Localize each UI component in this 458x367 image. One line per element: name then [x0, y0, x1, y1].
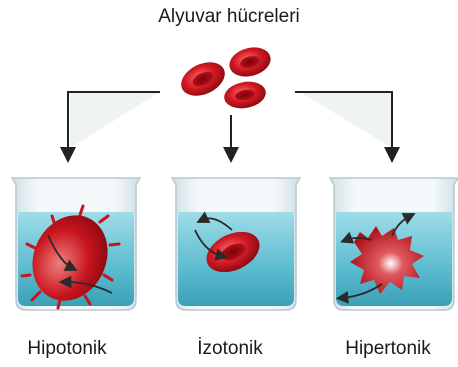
rbc-top-right — [226, 43, 274, 81]
arrow-to-hipertonik — [295, 92, 392, 155]
beaker-hipertonik — [330, 178, 458, 310]
rbc-top-left — [176, 56, 230, 103]
rbc-cluster — [176, 43, 274, 111]
label-izotonik: İzotonik — [155, 338, 305, 360]
arrow-to-hipotonik — [68, 92, 160, 155]
label-hipertonik: Hipertonik — [313, 338, 458, 360]
label-hipotonik: Hipotonik — [0, 338, 142, 360]
beaker-izotonik — [172, 178, 300, 310]
beaker-hipotonik — [12, 178, 140, 313]
rbc-bottom — [222, 79, 268, 112]
